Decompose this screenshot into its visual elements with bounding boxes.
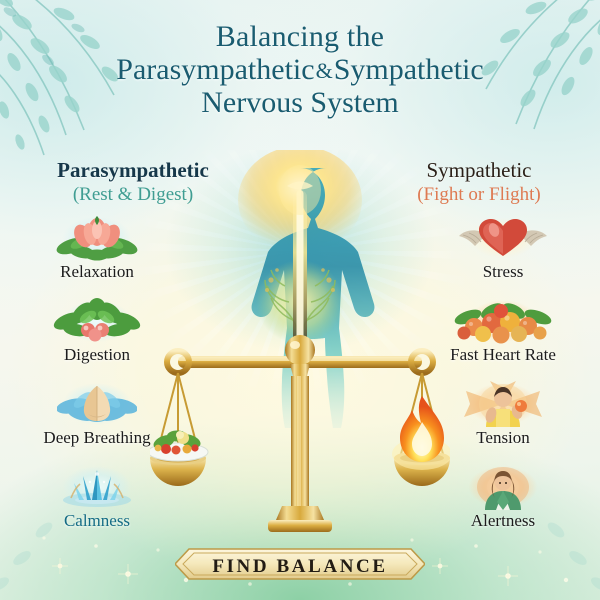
title-parasympathetic: Parasympathetic: [116, 53, 315, 86]
sympathetic-item-list: Stress: [408, 210, 598, 544]
list-item: Digestion: [2, 293, 192, 378]
find-balance-banner[interactable]: FIND BALANCE: [173, 545, 427, 588]
sympathetic-heading: Sympathetic: [426, 158, 532, 182]
water-crystal-icon: [63, 470, 131, 507]
praying-hands-icon: [57, 386, 137, 422]
list-item: Stress: [408, 210, 598, 295]
sympathetic-heading-group: Sympathetic (Fight or Flight): [364, 158, 594, 206]
parasympathetic-heading: Parasympathetic: [57, 158, 209, 182]
winged-heart-icon: [459, 219, 547, 256]
fruit-basket-icon: [454, 303, 552, 344]
page-title: Balancing the Parasympathetic&Sympatheti…: [0, 20, 600, 119]
list-item-label: Calmness: [63, 511, 131, 530]
list-item-label: Alertness: [470, 511, 536, 530]
parasympathetic-subheading: (Rest & Digest): [72, 184, 194, 206]
title-line-2: Parasympathetic&Sympathetic: [0, 53, 600, 86]
lotus-flower-icon: [56, 216, 138, 261]
list-item: Deep Breathing: [2, 376, 192, 461]
title-line-1: Balancing the: [215, 20, 385, 53]
banner-label: FIND BALANCE: [212, 555, 388, 577]
balance-scale-icon: [150, 335, 450, 532]
foliage-decoration-bottom-right: [547, 522, 600, 591]
list-item: Alertness: [408, 459, 598, 544]
list-item: Fast Heart Rate: [408, 293, 598, 378]
foliage-decoration-bottom-left: [0, 522, 53, 591]
list-item: Tension: [408, 376, 598, 461]
tense-person-icon: [464, 381, 542, 427]
parasympathetic-heading-group: Parasympathetic (Rest & Digest): [18, 158, 248, 206]
foliage-decoration-top-right: [481, 0, 600, 130]
alert-person-icon: [477, 467, 529, 510]
leaves-berries-icon: [53, 298, 141, 342]
title-sympathetic: Sympathetic: [333, 53, 484, 86]
foliage-decoration-top-left: [0, 0, 119, 156]
sympathetic-subheading: (Fight or Flight): [417, 184, 541, 206]
title-ampersand: &: [315, 58, 333, 83]
list-item: Relaxation: [2, 210, 192, 295]
parasympathetic-item-list: Relaxation: [2, 210, 192, 544]
list-item: Calmness: [2, 459, 192, 544]
title-line-3: Nervous System: [201, 86, 399, 119]
